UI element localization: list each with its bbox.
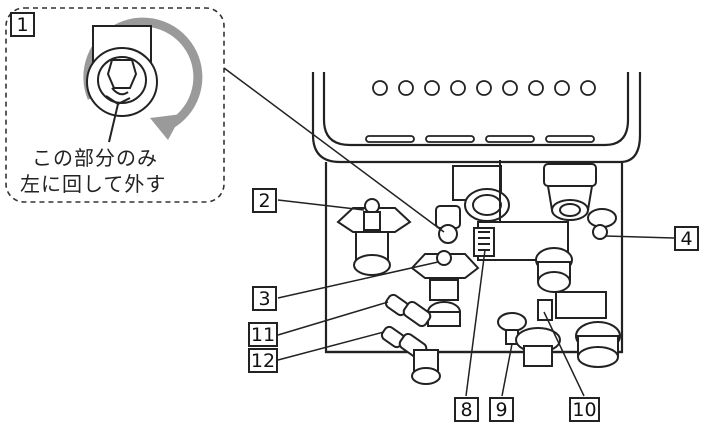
leader-12 [277, 331, 385, 361]
leader-9 [501, 343, 513, 397]
leader-lines [223, 67, 675, 397]
heater-body [311, 72, 642, 354]
leader-2 [277, 199, 365, 211]
leader-11 [277, 301, 389, 336]
top-right-fitting [543, 163, 597, 221]
callout-bubble [5, 7, 225, 203]
leader-1 [223, 67, 445, 233]
bottom-center-fitting [497, 312, 561, 367]
vent-holes [372, 80, 596, 96]
drain-plug-upper-left [336, 198, 412, 276]
leader-8 [465, 249, 486, 397]
label-10: 10 [569, 397, 600, 422]
label-2: 2 [252, 188, 277, 213]
label-8: 8 [454, 397, 479, 422]
left-hose-fittings [380, 293, 441, 385]
vent-slots [365, 135, 595, 143]
leader-10 [543, 311, 585, 397]
label-12: 12 [248, 348, 278, 373]
label-11: 11 [248, 322, 278, 347]
nut-closeup [86, 25, 158, 143]
leader-4 [604, 235, 675, 239]
bottom-right-fitting [537, 291, 621, 368]
callout-caption-line2: 左に回して外す [20, 172, 167, 196]
label-9: 9 [489, 397, 514, 422]
label-4: 4 [674, 226, 699, 251]
rotation-arrow [83, 17, 203, 140]
label-3: 3 [252, 286, 277, 311]
right-valve [587, 208, 617, 240]
leader-3 [277, 261, 439, 299]
callout-number-label: 1 [10, 12, 35, 37]
center-pipe-assembly [452, 160, 573, 293]
callout-caption-line1: この部分のみ [32, 146, 158, 170]
drain-plug-middle [410, 250, 480, 327]
center-valve [435, 205, 461, 244]
